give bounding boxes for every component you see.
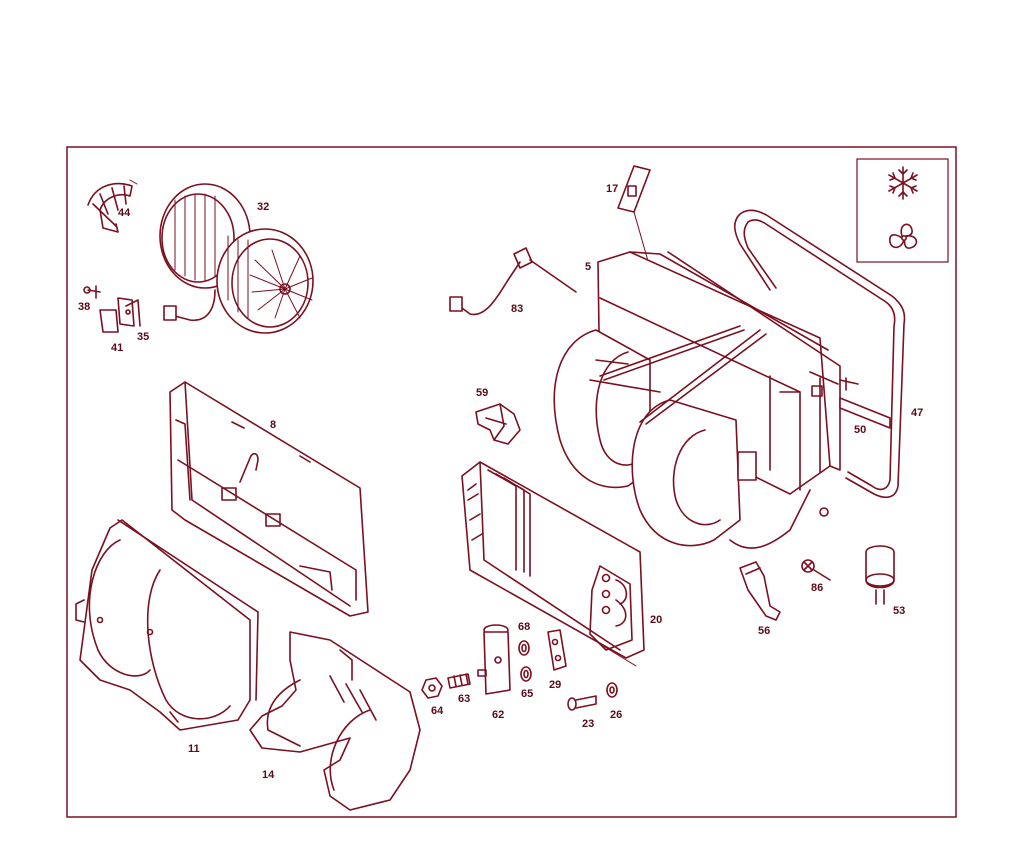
label-47: 47 xyxy=(911,407,923,419)
label-59: 59 xyxy=(476,387,488,399)
label-11: 11 xyxy=(188,743,200,755)
part-68-o-ring xyxy=(518,640,530,656)
part-83-wiring xyxy=(449,247,577,316)
label-14: 14 xyxy=(262,769,275,781)
label-32: 32 xyxy=(257,201,269,213)
label-53: 53 xyxy=(893,605,905,617)
legend-box xyxy=(856,158,949,263)
fan-icon xyxy=(889,223,918,249)
part-23-screw xyxy=(567,695,597,711)
part-11-housing xyxy=(75,519,259,731)
part-62-expansion-valve xyxy=(477,624,511,695)
part-20-evaporator xyxy=(461,461,645,667)
part-47-gasket xyxy=(733,209,906,499)
label-64: 64 xyxy=(431,705,444,717)
label-68: 68 xyxy=(518,621,530,633)
label-41: 41 xyxy=(111,342,123,354)
part-63-screw xyxy=(447,673,471,689)
label-29: 29 xyxy=(549,679,561,691)
label-44: 44 xyxy=(118,207,131,219)
label-17: 17 xyxy=(606,183,618,195)
label-56: 56 xyxy=(758,625,770,637)
label-50: 50 xyxy=(854,424,866,436)
label-63: 63 xyxy=(458,693,470,705)
label-83: 83 xyxy=(511,303,523,315)
part-38-screw xyxy=(83,285,101,299)
label-23: 23 xyxy=(582,718,594,730)
part-50-bar xyxy=(839,397,891,429)
part-44-clip xyxy=(87,179,138,233)
part-56-valve xyxy=(739,561,781,621)
label-86: 86 xyxy=(811,582,823,594)
diagram-frame xyxy=(66,146,957,818)
label-62: 62 xyxy=(492,709,504,721)
label-35: 35 xyxy=(137,331,149,343)
label-5: 5 xyxy=(585,261,591,273)
part-41-plate xyxy=(99,309,119,333)
part-14-duct xyxy=(249,631,421,811)
part-59-clip xyxy=(475,403,521,445)
part-32-blower-motor xyxy=(159,183,314,334)
part-35-bracket xyxy=(117,297,141,327)
part-5-heater-housing xyxy=(553,251,859,549)
part-65-o-ring xyxy=(520,666,532,682)
part-29-bracket xyxy=(547,629,567,671)
label-8: 8 xyxy=(270,419,276,431)
part-53-relay xyxy=(865,545,895,605)
part-26-washer xyxy=(606,682,618,698)
part-86-screw xyxy=(801,559,831,581)
part-64-nut xyxy=(421,677,443,699)
label-38: 38 xyxy=(78,301,90,313)
label-20: 20 xyxy=(650,614,662,626)
label-26: 26 xyxy=(610,709,622,721)
part-labels: 44 32 38 35 41 17 5 83 47 59 8 50 11 14 … xyxy=(78,183,923,781)
part-8-cover xyxy=(169,381,369,617)
label-65: 65 xyxy=(521,688,533,700)
snowflake-icon xyxy=(888,166,918,200)
